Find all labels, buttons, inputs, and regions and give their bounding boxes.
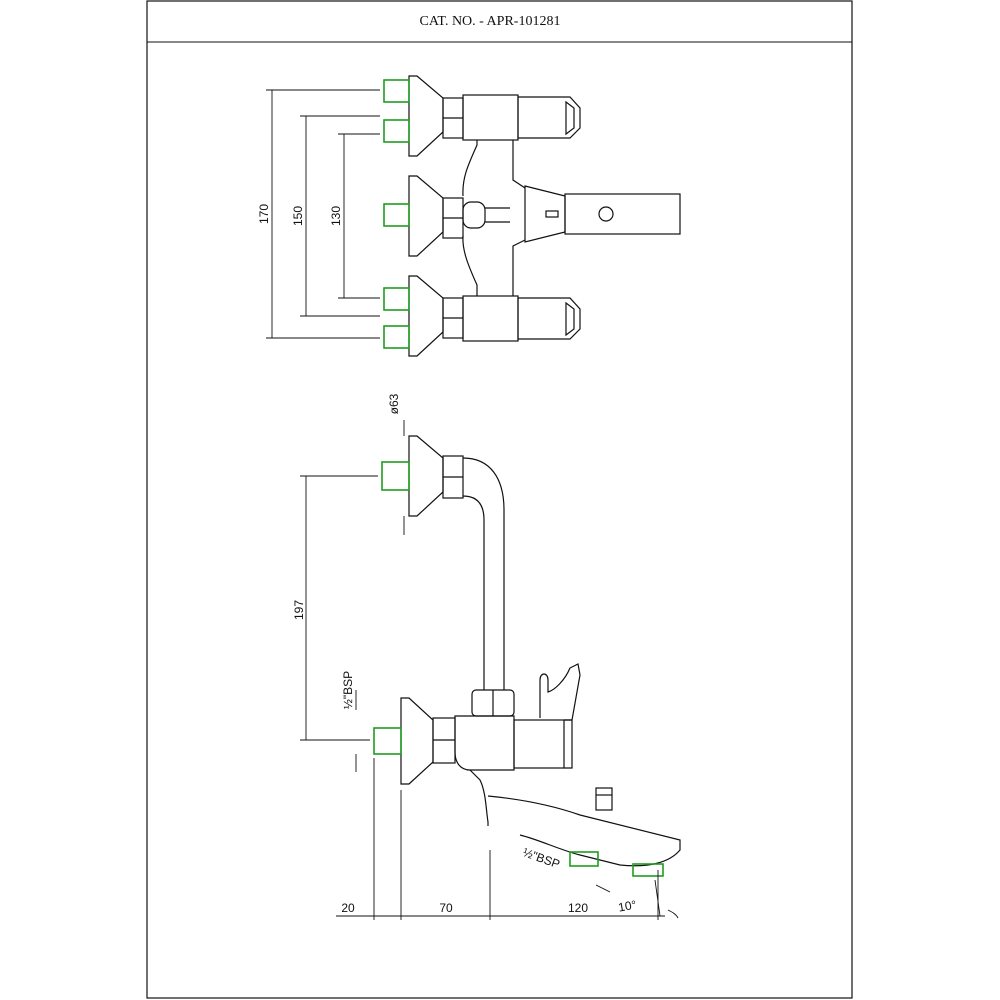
dim-170-label: 170 [257, 204, 271, 224]
catalog-number: CAT. NO. - APR-101281 [420, 14, 561, 29]
sheet-border [146, 0, 853, 999]
spout-thread-label: ½"BSP [521, 845, 562, 871]
inlet-thread-label: ½"BSP [341, 671, 355, 709]
lower-flange [373, 697, 456, 785]
dim-130-label: 130 [329, 206, 343, 226]
dim-120-label: 120 [568, 901, 588, 915]
dim-150-label: 150 [291, 206, 305, 226]
flange-diameter-label: ø63 [387, 393, 401, 414]
mixer-body [454, 663, 581, 771]
dim-70-label: 70 [439, 901, 453, 915]
angle-label: 10° [617, 898, 638, 915]
riser-pipe [462, 457, 505, 690]
spout [469, 769, 681, 877]
top-view-dimensions [266, 89, 380, 339]
valve-body-connector [462, 140, 526, 296]
upper-flange [381, 435, 464, 517]
side-view-dimensions [300, 420, 679, 920]
side-view [300, 420, 681, 920]
top-view [266, 75, 681, 357]
flange-middle [383, 175, 681, 257]
flange-top [383, 75, 581, 157]
flange-bottom [383, 275, 581, 357]
dim-197-label: 197 [292, 600, 306, 620]
dim-20-label: 20 [341, 901, 355, 915]
